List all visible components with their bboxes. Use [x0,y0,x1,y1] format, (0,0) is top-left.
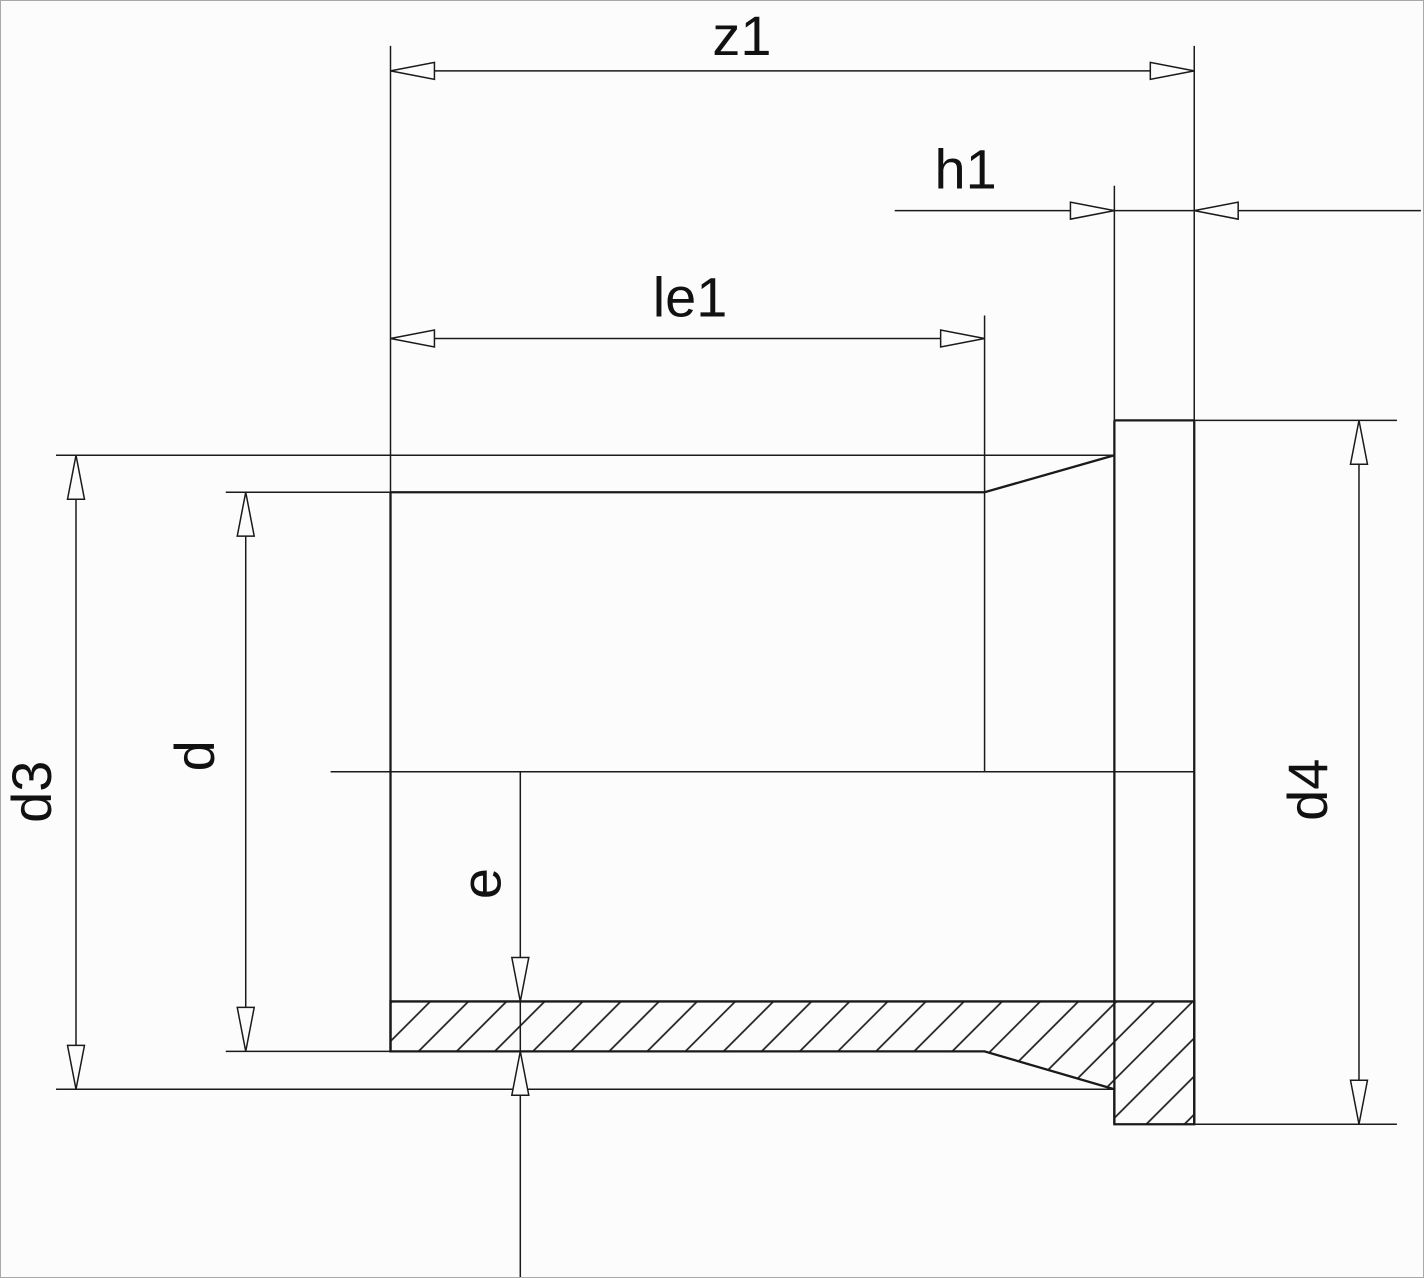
h1-arrow-left [1069,201,1115,221]
dimension-le1: le1 [390,266,986,772]
pipe-outer-top-and-taper [390,454,1115,494]
dim-label-d3: d3 [1,761,63,823]
dimension-h1: h1 [894,138,1421,421]
dim-label-d4: d4 [1276,759,1339,821]
le1-arrow-left [390,329,436,348]
section-hatch [389,1000,1196,1126]
dim-label-e: e [449,868,512,899]
h1-arrow-right [1194,201,1239,221]
dimension-z1: z1 [389,4,1195,493]
dim-label-z1: z1 [712,4,771,67]
dimension-e: e [449,771,530,1277]
dimension-d4: d4 [1194,419,1397,1125]
d-arrow-top [236,492,256,537]
d4-arrow-bottom [1349,1079,1369,1125]
dim-label-d: d [163,740,226,771]
d-arrow-bottom [236,1006,256,1052]
dimension-d3: d3 [1,454,1115,1091]
dim-label-le1: le1 [653,266,728,329]
e-arrow-top [510,956,530,1002]
d4-arrow-top [1349,420,1369,466]
le1-arrow-right [939,329,985,348]
z1-arrow-right [1149,61,1195,81]
part-outline [330,419,1196,1126]
d3-arrow-top [66,455,86,500]
d3-arrow-bottom [66,1044,86,1090]
dimension-d: d [163,491,391,1053]
e-arrow-bottom [510,1051,530,1097]
z1-arrow-left [390,61,436,81]
dim-label-h1: h1 [935,138,997,201]
